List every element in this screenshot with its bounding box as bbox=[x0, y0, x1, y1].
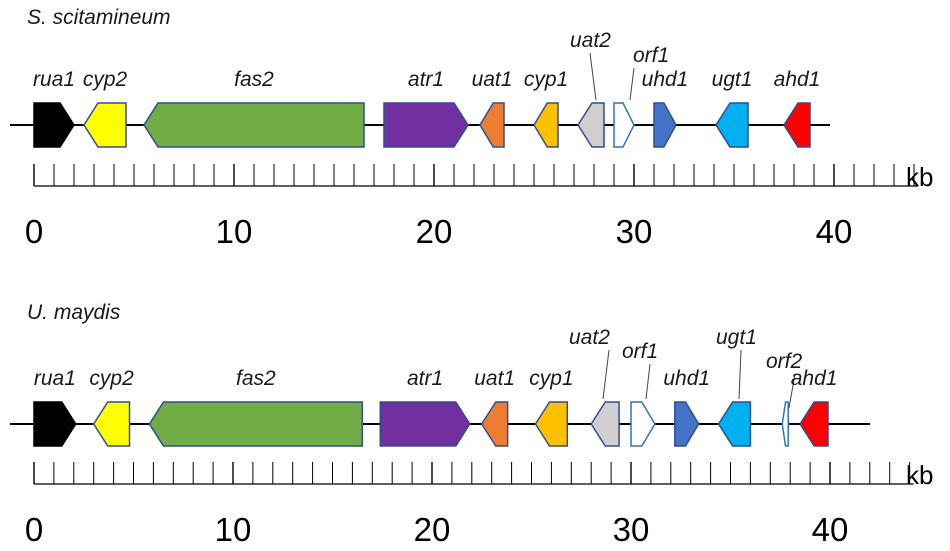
gene-label-uat1: uat1 bbox=[472, 68, 513, 91]
gene-track bbox=[33, 102, 811, 148]
gene-label-ugt1: ugt1 bbox=[716, 326, 757, 349]
gene-label-rua1: rua1 bbox=[34, 367, 76, 390]
gene-label-cyp1: cyp1 bbox=[524, 68, 568, 91]
gene-label-cyp2: cyp2 bbox=[89, 367, 134, 390]
gene-label-orf2: orf2 bbox=[766, 350, 803, 373]
gene-label-uhd1: uhd1 bbox=[642, 68, 689, 91]
leader-line-orf2 bbox=[788, 373, 796, 409]
gene-arrow-ahd1 bbox=[783, 102, 811, 148]
scale-label-20: 20 bbox=[414, 511, 451, 548]
leader-line-orf1 bbox=[629, 67, 635, 101]
scale-label-0: 0 bbox=[25, 213, 43, 250]
panel-u-maydis: U. maydis rua1 cyp2 fas2 atr1 uat1 cyp1 uat2 or… bbox=[10, 301, 933, 548]
gene-label-atr1: atr1 bbox=[407, 367, 443, 390]
gene-arrow-cyp1 bbox=[533, 102, 559, 148]
gene-arrow-uhd1 bbox=[674, 401, 700, 447]
gene-arrow-orf2 bbox=[781, 401, 789, 447]
leader-line-ugt1 bbox=[738, 349, 742, 400]
gene-arrow-orf1 bbox=[613, 102, 635, 148]
gene-label-ahd1: ahd1 bbox=[791, 367, 838, 390]
gene-label-cyp1: cyp1 bbox=[529, 367, 573, 390]
panel-title: S. scitamineum bbox=[27, 6, 171, 29]
scale-unit: kb bbox=[906, 460, 933, 490]
gene-label-cyp2: cyp2 bbox=[83, 68, 128, 91]
gene-label-fas2: fas2 bbox=[236, 367, 276, 390]
gene-label-fas2: fas2 bbox=[234, 68, 274, 91]
gene-label-ugt1: ugt1 bbox=[712, 68, 753, 91]
gene-arrow-ahd1 bbox=[799, 401, 829, 447]
gene-arrow-orf1 bbox=[630, 401, 656, 447]
leader-line-orf1 bbox=[645, 363, 651, 400]
scale-label-10: 10 bbox=[215, 511, 252, 548]
scale-label-30: 30 bbox=[616, 213, 653, 250]
gene-label-ahd1: ahd1 bbox=[774, 68, 821, 91]
gene-label-orf1: orf1 bbox=[633, 44, 669, 67]
gene-label-atr1: atr1 bbox=[408, 68, 444, 91]
scale-unit: kb bbox=[906, 162, 933, 192]
gene-track bbox=[33, 401, 829, 447]
gene-arrow-atr1 bbox=[383, 102, 469, 148]
gene-arrow-uhd1 bbox=[653, 102, 677, 148]
kb-scale-ruler bbox=[33, 164, 918, 187]
leader-line-uat2 bbox=[602, 349, 610, 400]
gene-arrow-uat2 bbox=[590, 401, 620, 447]
gene-label-orf1: orf1 bbox=[622, 340, 658, 363]
gene-arrow-fas2 bbox=[148, 401, 364, 447]
gene-arrow-ugt1 bbox=[717, 401, 752, 447]
scale-label-30: 30 bbox=[613, 511, 650, 548]
gene-arrow-rua1 bbox=[33, 102, 75, 148]
gene-arrow-uat1 bbox=[479, 102, 505, 148]
gene-arrow-cyp2 bbox=[92, 401, 131, 447]
kb-scale-ruler bbox=[33, 462, 914, 485]
gene-label-uhd1: uhd1 bbox=[663, 367, 710, 390]
gene-arrow-cyp1 bbox=[534, 401, 569, 447]
gene-arrow-fas2 bbox=[143, 102, 365, 148]
gene-arrow-rua1 bbox=[33, 401, 77, 447]
gene-arrow-cyp2 bbox=[83, 102, 127, 148]
scale-label-40: 40 bbox=[816, 213, 853, 250]
gene-label-uat2: uat2 bbox=[569, 326, 610, 349]
gene-arrow-atr1 bbox=[379, 401, 471, 447]
panel-title: U. maydis bbox=[27, 301, 121, 324]
gene-label-rua1: rua1 bbox=[33, 68, 75, 91]
gene-label-uat2: uat2 bbox=[570, 29, 611, 52]
scale-label-20: 20 bbox=[416, 213, 453, 250]
gene-arrow-uat1 bbox=[480, 401, 509, 447]
scale-label-0: 0 bbox=[25, 511, 43, 548]
leader-line-uat2 bbox=[589, 52, 597, 101]
gene-label-uat1: uat1 bbox=[474, 367, 515, 390]
scale-label-40: 40 bbox=[812, 511, 849, 548]
gene-arrow-ugt1 bbox=[715, 102, 749, 148]
scale-label-10: 10 bbox=[216, 213, 253, 250]
gene-arrow-uat2 bbox=[577, 102, 605, 148]
